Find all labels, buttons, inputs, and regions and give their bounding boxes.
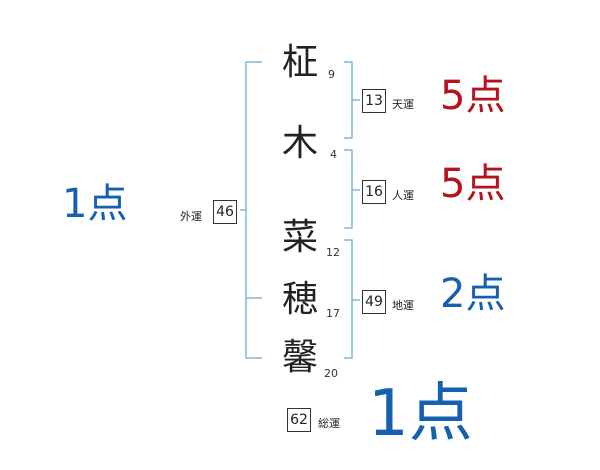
ten-score: 5点 (440, 73, 506, 119)
gai-score: 1点 (62, 181, 128, 227)
chi-score: 2点 (440, 271, 506, 317)
gai-label: 外運 (180, 210, 202, 223)
jin-score: 5点 (440, 161, 506, 207)
ten-bracket (344, 61, 353, 139)
chi-label: 地運 (392, 299, 414, 312)
name-char-2: 木 (281, 123, 318, 164)
stroke-count-5: 20 (324, 367, 338, 380)
chi-value-box: 49 (362, 290, 386, 314)
jin-bracket (344, 149, 353, 229)
name-char-4: 穂 (281, 279, 318, 320)
ten-value-box: 13 (362, 89, 386, 113)
outer-bracket (245, 61, 262, 359)
sou-score: 1点 (368, 377, 473, 451)
gai-value-box: 46 (213, 200, 237, 224)
chi-bracket (344, 239, 353, 359)
sou-value-box: 62 (287, 408, 311, 432)
stroke-count-4: 17 (326, 307, 340, 320)
jin-value-box: 16 (362, 180, 386, 204)
stroke-count-3: 12 (326, 246, 340, 259)
stroke-count-1: 9 (328, 68, 335, 81)
jin-label: 人運 (392, 189, 414, 202)
name-char-3: 菜 (281, 217, 318, 258)
ten-label: 天運 (392, 98, 414, 111)
sou-label: 総運 (318, 417, 340, 430)
name-char-5: 馨 (281, 337, 318, 378)
stroke-count-2: 4 (330, 148, 337, 161)
name-char-1: 柾 (281, 42, 318, 83)
